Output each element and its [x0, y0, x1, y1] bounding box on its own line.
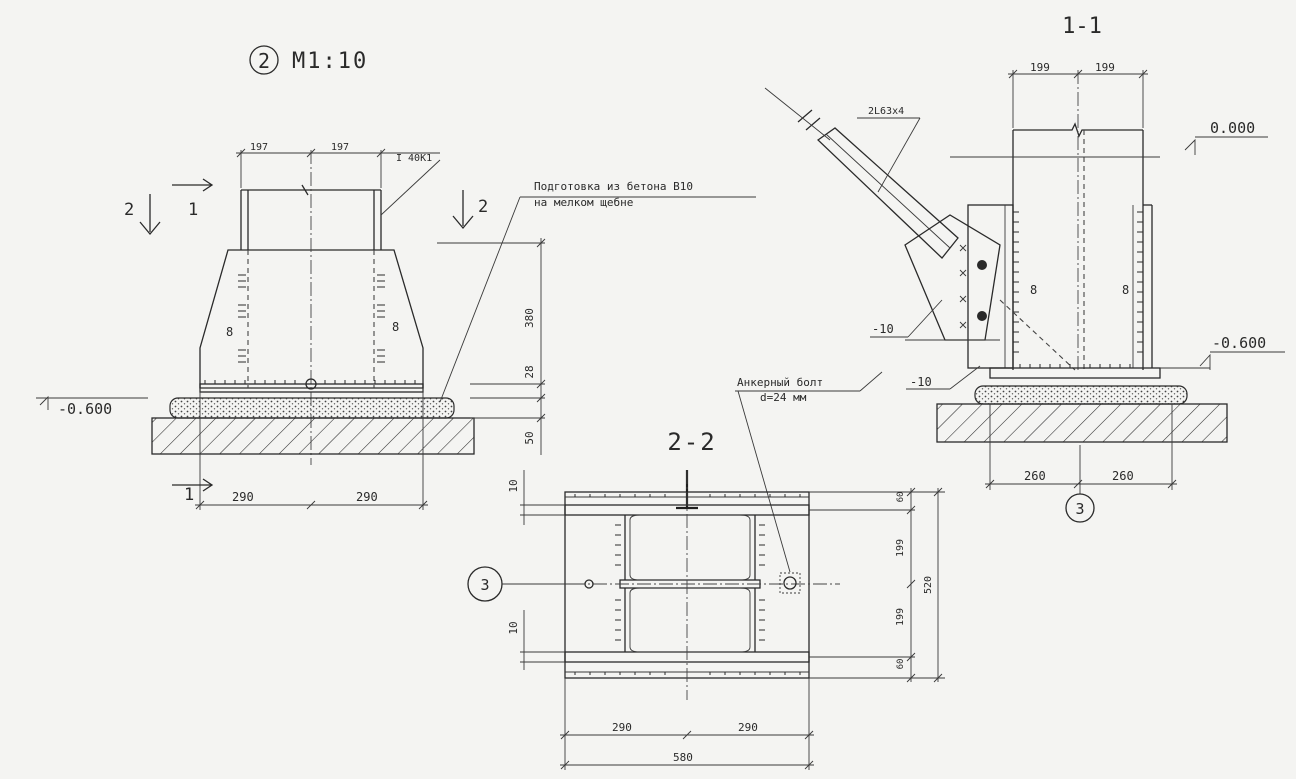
weld-label-left: 8	[226, 325, 233, 339]
side-callout-circle	[1065, 493, 1095, 523]
side-foundation	[936, 403, 1228, 443]
dim-bottom-right: 290	[356, 490, 378, 504]
side-weld-left: 8	[1030, 283, 1037, 297]
plan-dim-right-60-bottom: 60	[896, 659, 906, 670]
dim-right-28: 28	[523, 365, 536, 378]
plan-dim-total-bottom: 580	[673, 751, 693, 764]
cut-marks-front: 2 1 2 1	[124, 178, 488, 505]
note-line-1: Подготовка из бетона B10	[534, 180, 693, 193]
cut-mark-1-top: 1	[188, 200, 198, 220]
dim-top-right: 197	[331, 142, 349, 153]
side-dim-bottom-right: 260	[1112, 469, 1134, 483]
cut-mark-2-left: 2	[124, 200, 134, 220]
plan-anchor-right-washer	[779, 572, 801, 594]
plan-callout: 3	[480, 576, 489, 594]
level-top: 0.000	[1210, 119, 1255, 137]
scale-label: M1:10	[292, 49, 368, 74]
plan-dim-left-top: 10	[507, 479, 520, 492]
plan-dim-bottom-left: 290	[612, 721, 632, 734]
anchor-bolt-front	[305, 378, 317, 390]
plan-anchor-right	[783, 576, 797, 590]
detail-number-circle	[249, 45, 279, 75]
foundation	[151, 417, 475, 455]
plan-dim-right-60-top: 60	[896, 492, 906, 503]
side-concrete	[974, 385, 1188, 405]
side-dim-top-left: 199	[1030, 61, 1050, 74]
concrete-preparation	[169, 397, 455, 419]
brace-angle	[816, 127, 959, 259]
side-base-plate	[989, 367, 1161, 379]
plan-dim-left-bottom: 10	[507, 621, 520, 634]
base-gusset	[199, 249, 424, 389]
plan-dim-bottom-right: 290	[738, 721, 758, 734]
dim-right-380: 380	[523, 308, 536, 328]
anchor-line-1: Анкерный болт	[737, 376, 823, 389]
plate-label-2: -10	[910, 375, 932, 389]
detail-number: 2	[258, 49, 270, 73]
side-dim-top-right: 199	[1095, 61, 1115, 74]
section-1-1-view: 1-1 8 8	[735, 14, 1285, 573]
note-line-2: на мелком щебне	[534, 196, 633, 209]
break-line	[241, 184, 381, 196]
profile-label: I 40K1	[396, 153, 432, 164]
section-2-2-title: 2-2	[667, 428, 716, 456]
anchor-line-2: d=24 мм	[760, 391, 807, 404]
brace-connection-plate	[904, 214, 1001, 341]
plan-dim-total-right: 520	[923, 576, 934, 594]
level-bottom: -0.600	[1212, 334, 1266, 352]
cut-mark-1-bottom: 1	[184, 485, 194, 505]
plate-label-1: -10	[872, 322, 894, 336]
brace-bolts	[959, 244, 987, 329]
plan-dim-right-199-b: 199	[895, 608, 906, 626]
section-1-1-title: 1-1	[1062, 14, 1102, 39]
weld-label-right: 8	[392, 320, 399, 334]
section-2-2-view: 2-2 3 10	[467, 428, 945, 770]
side-dim-bottom-left: 260	[1024, 469, 1046, 483]
dim-top-left: 197	[250, 142, 268, 153]
front-view: 8 8 I 40K1 197 197 290 290	[36, 142, 756, 510]
dim-right-50: 50	[523, 431, 536, 444]
scale-title: 2 M1:10	[249, 45, 368, 75]
level-front: -0.600	[58, 400, 112, 418]
cut-mark-2-right: 2	[478, 197, 488, 217]
dim-bottom-left: 290	[232, 490, 254, 504]
plan-dim-right-199-a: 199	[895, 539, 906, 557]
weld-marks-front	[238, 274, 385, 363]
brace-label: 2L63x4	[868, 106, 904, 117]
side-weld-right: 8	[1122, 283, 1129, 297]
side-callout: 3	[1075, 500, 1084, 518]
